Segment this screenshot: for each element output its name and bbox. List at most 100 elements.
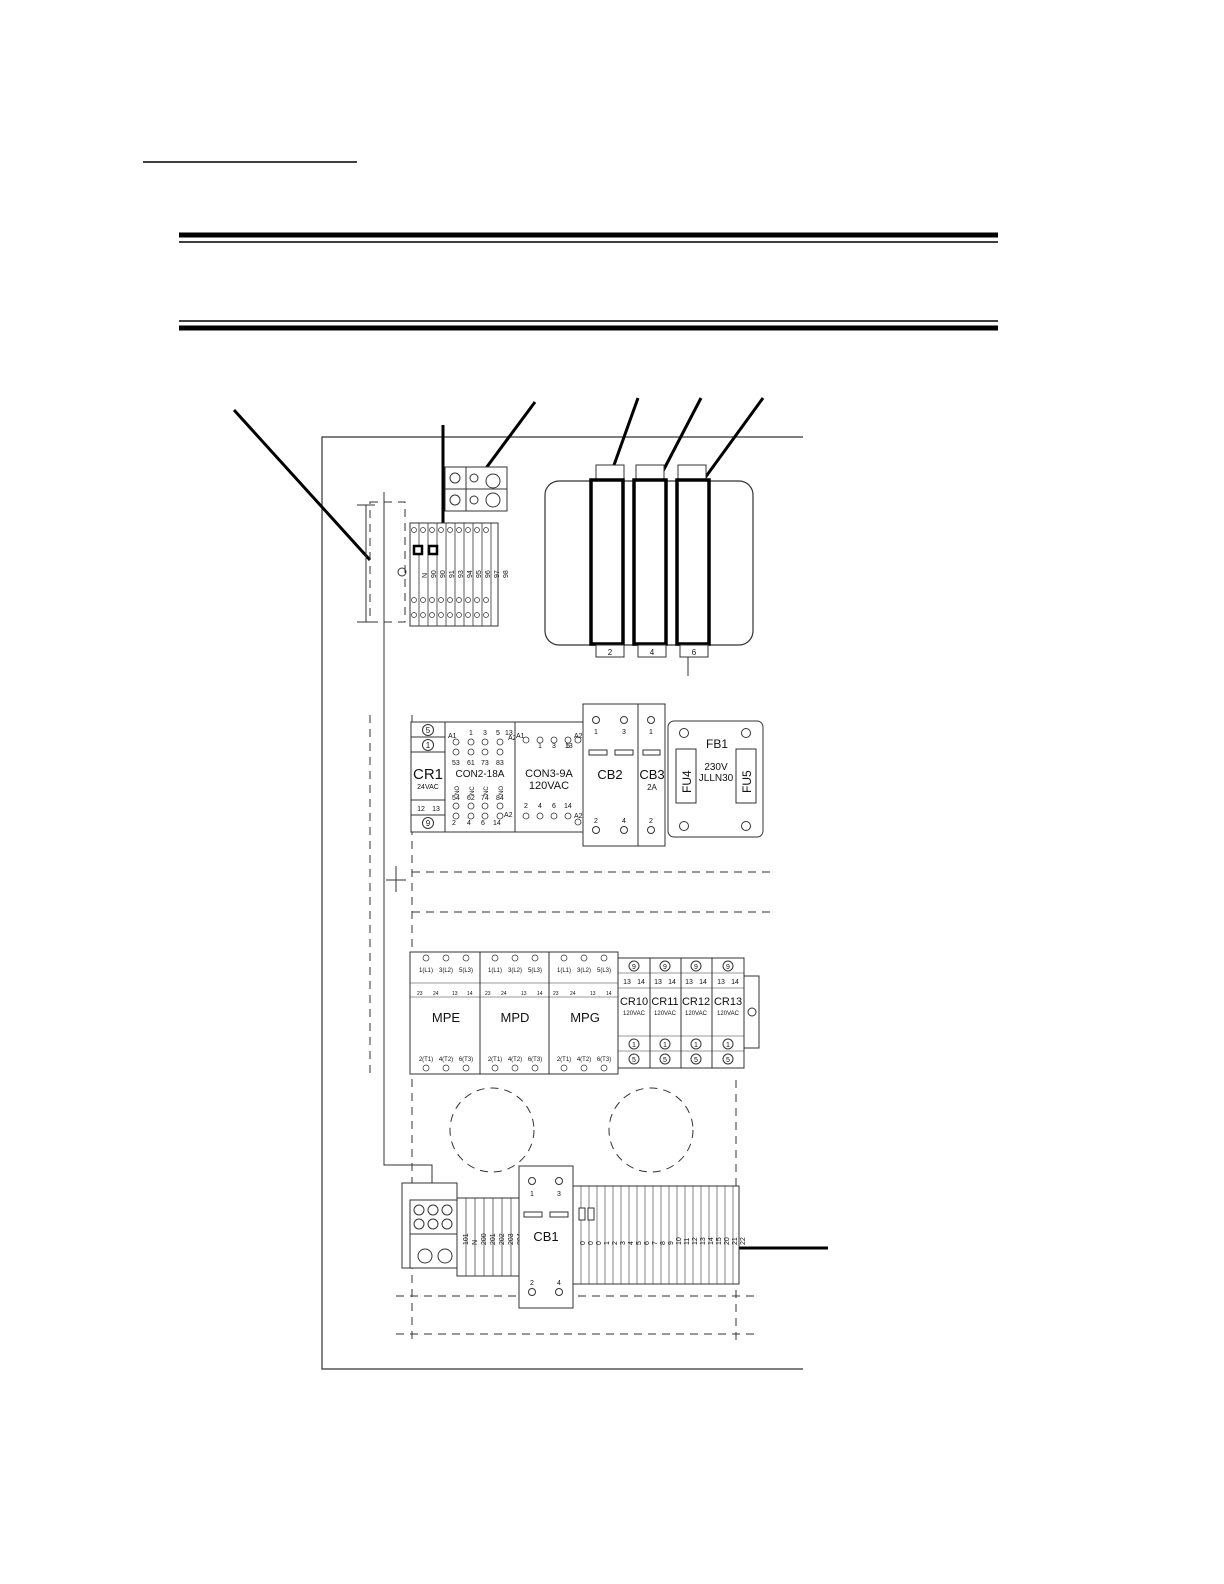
- svg-text:12: 12: [692, 1237, 699, 1245]
- fb1-part: JLLN30: [699, 773, 734, 784]
- ground-symbol: [386, 866, 406, 892]
- svg-text:A2: A2: [508, 735, 517, 742]
- svg-text:3: 3: [620, 1241, 627, 1245]
- svg-text:1: 1: [469, 730, 473, 737]
- svg-text:201: 201: [490, 1233, 497, 1245]
- panel-outline: [321, 436, 803, 1370]
- svg-text:A1: A1: [448, 733, 457, 740]
- svg-text:5: 5: [663, 1057, 667, 1064]
- bottom-terminal-strip-right: 0 0 0 1 2 3 4 5 6 7 8 9 10 11 12 13 14 1…: [572, 1185, 747, 1285]
- svg-text:61: 61: [467, 760, 475, 767]
- breaker-pole-1: [589, 478, 625, 646]
- svg-text:24: 24: [433, 991, 439, 997]
- svg-text:1(L1): 1(L1): [419, 968, 433, 974]
- cb2-tag: CB2: [597, 767, 622, 782]
- breaker-terminal-label: 6: [692, 648, 697, 657]
- svg-text:1: 1: [538, 743, 542, 750]
- svg-text:4: 4: [467, 820, 471, 827]
- cr1-terminal: 13: [432, 806, 440, 813]
- svg-text:A2: A2: [574, 813, 583, 820]
- svg-text:NC: NC: [470, 786, 476, 795]
- cb3-breaker: 1 CB3 2A 2: [637, 703, 666, 847]
- svg-text:NC: NC: [484, 786, 490, 795]
- svg-text:21: 21: [732, 1237, 739, 1245]
- svg-text:8: 8: [660, 1241, 667, 1245]
- svg-text:24: 24: [570, 991, 576, 997]
- cr10-relay: 9 13 14 CR10 120VAC 1 5: [620, 960, 648, 1065]
- svg-text:120VAC: 120VAC: [717, 1011, 740, 1017]
- svg-text:NO: NO: [499, 786, 505, 795]
- cr11-relay: 9 13 14 CR11 120VAC 1 5: [651, 960, 679, 1065]
- section-rule-top: [179, 232, 998, 243]
- cr1-terminal: 9: [426, 819, 431, 828]
- mpd-protector: 1(L1) 3(L2) 5(L3) 23 24 13 14 MPD 2(T1) …: [485, 968, 543, 1063]
- svg-text:4: 4: [628, 1241, 635, 1245]
- svg-text:14: 14: [537, 991, 543, 997]
- svg-text:6(T3): 6(T3): [528, 1057, 542, 1063]
- svg-text:1: 1: [726, 1042, 730, 1049]
- svg-text:83: 83: [496, 760, 504, 767]
- svg-text:6(T3): 6(T3): [597, 1057, 611, 1063]
- cr1-terminal: 12: [417, 806, 425, 813]
- svg-text:4(T2): 4(T2): [508, 1057, 522, 1063]
- terminal-label: 90: [440, 570, 447, 578]
- svg-text:200: 200: [481, 1233, 488, 1245]
- svg-text:13: 13: [654, 979, 662, 986]
- svg-text:13: 13: [590, 991, 596, 997]
- con2-contactor: A1 1 3 5 13 A2 53 61 73 83 CON2-18A NO N…: [444, 721, 517, 833]
- terminal-label: 91: [449, 570, 456, 578]
- svg-text:1: 1: [649, 729, 653, 736]
- svg-text:3: 3: [622, 729, 626, 736]
- svg-text:1(L1): 1(L1): [557, 968, 571, 974]
- dimension-bracket: [357, 504, 375, 623]
- svg-text:4: 4: [557, 1280, 561, 1287]
- svg-text:9: 9: [726, 964, 730, 971]
- svg-text:1: 1: [663, 1042, 667, 1049]
- svg-text:1(L1): 1(L1): [488, 968, 502, 974]
- svg-text:1: 1: [530, 1191, 534, 1198]
- svg-text:A2: A2: [574, 733, 583, 740]
- fu4-label: FU4: [680, 770, 694, 793]
- svg-text:13: 13: [717, 979, 725, 986]
- svg-text:13: 13: [452, 991, 458, 997]
- cb1-breaker: 1 3 CB1 2 4: [518, 1165, 574, 1309]
- svg-text:5: 5: [636, 1241, 643, 1245]
- terminal-label: 96: [485, 570, 492, 578]
- svg-text:2(T1): 2(T1): [488, 1057, 502, 1063]
- svg-text:24: 24: [501, 991, 507, 997]
- svg-text:11: 11: [684, 1238, 691, 1245]
- svg-text:0: 0: [580, 1241, 587, 1245]
- breaker-terminal-label: 2: [608, 648, 613, 657]
- svg-text:4: 4: [538, 803, 542, 810]
- terminal-label: 95: [476, 570, 483, 578]
- svg-text:2: 2: [612, 1241, 619, 1245]
- svg-text:13: 13: [565, 743, 573, 750]
- svg-text:1: 1: [594, 729, 598, 736]
- svg-text:53: 53: [452, 760, 460, 767]
- svg-text:13: 13: [505, 730, 513, 737]
- svg-text:23: 23: [417, 991, 423, 997]
- svg-text:23: 23: [485, 991, 491, 997]
- svg-text:73: 73: [481, 760, 489, 767]
- svg-text:1: 1: [632, 1042, 636, 1049]
- svg-text:14: 14: [668, 979, 676, 986]
- cr1-tag: CR1: [413, 766, 443, 783]
- svg-text:9: 9: [694, 964, 698, 971]
- svg-text:13: 13: [623, 979, 631, 986]
- svg-text:9: 9: [668, 1241, 675, 1245]
- mpg-tag: MPG: [570, 1010, 600, 1025]
- terminal-label: 98: [503, 570, 510, 578]
- control-relays: 9 13 14 CR10 120VAC 1 5 9 13 14 CR11 120…: [617, 957, 760, 1069]
- con3-voltage: 120VAC: [529, 780, 569, 792]
- con3-tag: CON3-9A: [525, 768, 573, 780]
- svg-text:14: 14: [699, 979, 707, 986]
- svg-text:A2: A2: [504, 812, 513, 819]
- svg-text:22: 22: [740, 1237, 747, 1245]
- mpd-tag: MPD: [501, 1010, 530, 1025]
- svg-text:2: 2: [530, 1280, 534, 1287]
- svg-text:15: 15: [716, 1237, 723, 1245]
- terminal-label: 97: [494, 570, 501, 578]
- svg-text:203: 203: [508, 1233, 515, 1245]
- svg-text:120VAC: 120VAC: [685, 1011, 708, 1017]
- fb1-voltage: 230V: [704, 762, 728, 773]
